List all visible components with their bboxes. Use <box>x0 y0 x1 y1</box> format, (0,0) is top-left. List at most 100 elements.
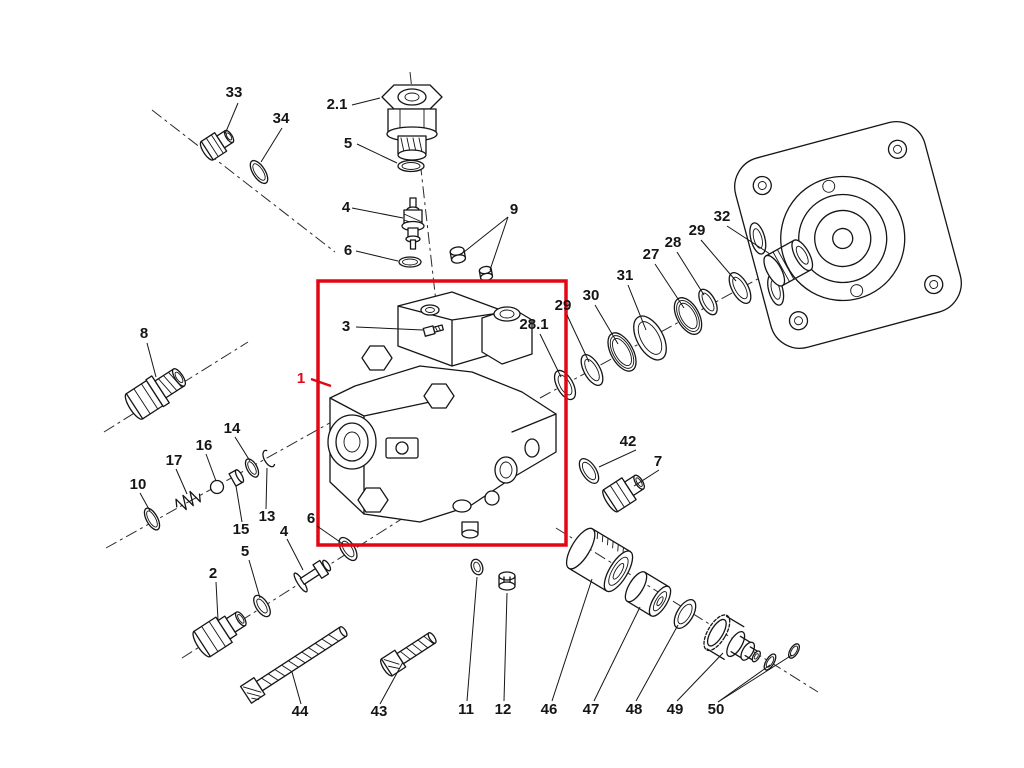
part-label-49-37: 49 <box>667 701 684 718</box>
part-2-plug <box>192 611 247 658</box>
part-9-plug-a <box>449 246 467 264</box>
part-43-socket-bolt <box>380 632 437 677</box>
leader-line-33 <box>466 576 478 702</box>
crankcase-flange <box>734 121 962 349</box>
part-label-29-16: 29 <box>689 222 706 239</box>
part-label-1-8: 1 <box>297 370 305 387</box>
leader-line-40 <box>717 654 793 703</box>
part-17-spring <box>175 490 201 511</box>
part-13-circlip <box>262 449 276 468</box>
part-29-oring-right <box>728 271 752 305</box>
part-5-oring-lower <box>253 594 271 618</box>
leader-line-14 <box>627 284 647 331</box>
part-label-6-6: 6 <box>344 242 352 259</box>
part-label-3-7: 3 <box>342 318 350 335</box>
part-34-oring <box>249 159 269 185</box>
part-49-splined-coupling <box>703 614 761 663</box>
part-label-34-1: 34 <box>273 110 290 127</box>
part-label-5-27: 5 <box>241 543 249 560</box>
part-47-sleeve <box>624 571 672 617</box>
part-4-valve-top <box>401 197 425 250</box>
leader-line-23 <box>175 468 188 495</box>
part-15-seat <box>228 469 245 487</box>
part-29-oring-left <box>580 353 604 387</box>
leader-line-34 <box>503 592 508 702</box>
part-label-13-25: 13 <box>259 508 276 525</box>
leader-line-32 <box>379 661 404 705</box>
leader-line-1 <box>260 127 283 163</box>
part-label-4-4: 4 <box>342 199 351 216</box>
leader-line-15 <box>654 263 685 309</box>
part-label-17-22: 17 <box>166 452 183 469</box>
leader-line-30 <box>215 581 219 621</box>
part-label-2_1-2: 2.1 <box>327 96 348 113</box>
leader-line-21 <box>234 436 251 462</box>
part-8-fitting <box>124 368 187 420</box>
part-label-48-36: 48 <box>626 701 643 718</box>
part-44-stud-bolt <box>239 626 348 704</box>
leader-line-39 <box>717 664 771 703</box>
leader-line-18 <box>726 225 771 255</box>
part-11-oring <box>470 558 484 576</box>
leader-line-27 <box>316 525 344 545</box>
part-label-31-13: 31 <box>617 267 634 284</box>
part-label-10-23: 10 <box>130 476 147 493</box>
leader-line-17 <box>700 239 737 282</box>
part-label-7-19: 7 <box>654 453 662 470</box>
leader-line-20 <box>633 469 660 487</box>
leader-line-0 <box>224 102 239 135</box>
pump-body <box>327 291 557 539</box>
leader-line-38 <box>676 652 724 702</box>
part-label-5-3: 5 <box>344 135 352 152</box>
part-label-12-33: 12 <box>495 701 512 718</box>
part-label-16-21: 16 <box>196 437 213 454</box>
part-label-15-24: 15 <box>233 521 250 538</box>
part-label-29-11: 29 <box>555 297 572 314</box>
part-label-14-20: 14 <box>224 420 241 437</box>
part-label-2-29: 2 <box>209 565 217 582</box>
part-label-28_1-10: 28.1 <box>519 316 548 333</box>
leader-line-8 <box>355 326 424 331</box>
part-31-ring <box>633 315 667 361</box>
part-12-nut <box>498 571 516 591</box>
part-4-valve-lower <box>293 559 332 593</box>
leader-line-10 <box>146 342 157 378</box>
leader-line-24 <box>139 492 151 512</box>
part-3-screw <box>422 324 444 337</box>
leader-line-35 <box>551 578 593 702</box>
part-label-28-15: 28 <box>665 234 682 251</box>
leader-line-9 <box>310 377 332 388</box>
part-label-32-17: 32 <box>714 208 731 225</box>
leader-line-3 <box>356 143 398 164</box>
part-label-42-18: 42 <box>620 433 637 450</box>
part-48-oring <box>673 599 697 629</box>
leader-line-11 <box>539 333 562 378</box>
part-42-oring <box>578 458 600 484</box>
part-label-6-26: 6 <box>307 510 315 527</box>
part-16-ball <box>209 479 225 495</box>
part-label-30-12: 30 <box>583 287 600 304</box>
leader-line-5 <box>463 216 509 253</box>
part-label-44-30: 44 <box>292 703 309 720</box>
leader-line-13 <box>594 304 619 345</box>
part-14-oring <box>244 458 260 478</box>
part-9-plug-b <box>478 265 494 282</box>
leader-line-31 <box>291 671 302 705</box>
part-32-piston <box>763 239 814 287</box>
part-label-9-5: 9 <box>510 201 518 218</box>
part-label-27-14: 27 <box>643 246 660 263</box>
leader-line-4 <box>351 207 404 219</box>
part-10-oring <box>143 507 161 531</box>
leader-line-7 <box>355 250 399 262</box>
leader-line-36 <box>593 606 641 702</box>
part-label-47-35: 47 <box>583 701 600 718</box>
part-label-11-32: 11 <box>458 701 474 718</box>
part-7-hex-plug <box>602 474 645 513</box>
leader-line-2 <box>351 97 381 106</box>
leader-line-25 <box>235 485 243 523</box>
leader-lines <box>139 97 793 705</box>
leader-line-6 <box>489 216 509 271</box>
highlight-box <box>316 279 568 547</box>
part-label-43-31: 43 <box>371 703 388 720</box>
